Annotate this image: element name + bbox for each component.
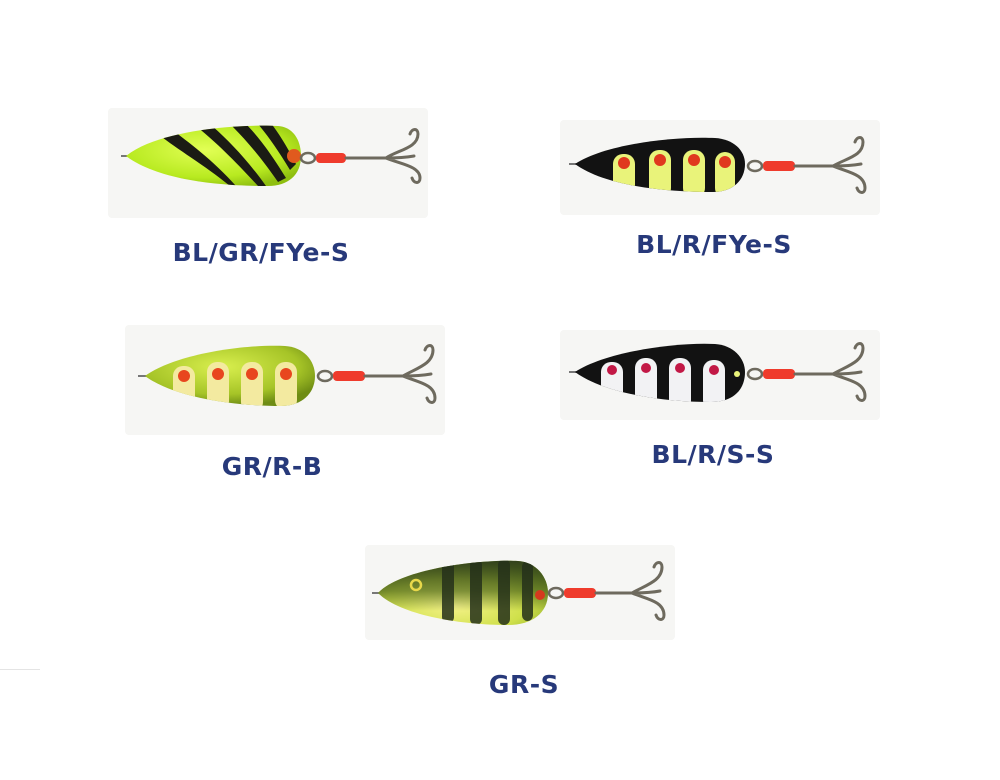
lure-code-label: GR/R-B (221, 452, 323, 481)
lure-code-label: GR-S (488, 670, 560, 699)
treble-hook (594, 561, 666, 621)
split-ring (763, 369, 795, 379)
lure-code-label: BL/R/S-S (651, 440, 775, 469)
perch-eye (409, 578, 423, 592)
lure-gr-s[interactable] (370, 555, 680, 635)
split-ring (316, 153, 346, 163)
lure-bl-r-s-s[interactable] (565, 338, 875, 413)
split-ring (333, 371, 365, 381)
treble-hook (344, 128, 422, 184)
split-ring (763, 161, 795, 171)
treble-hook (793, 342, 867, 402)
lure-code-label: BL/R/FYe-S (636, 230, 792, 259)
treble-hook (793, 136, 867, 194)
lure-code-label: BL/GR/FYe-S (172, 238, 350, 267)
split-ring (564, 588, 596, 598)
treble-hook (363, 344, 437, 404)
spoon-eye (287, 149, 301, 163)
lure-bl-r-fye-s[interactable] (565, 130, 875, 205)
divider (0, 669, 40, 670)
lure-gr-r-b[interactable] (135, 340, 445, 420)
lure-bl-gr-fye-s[interactable] (118, 120, 428, 200)
